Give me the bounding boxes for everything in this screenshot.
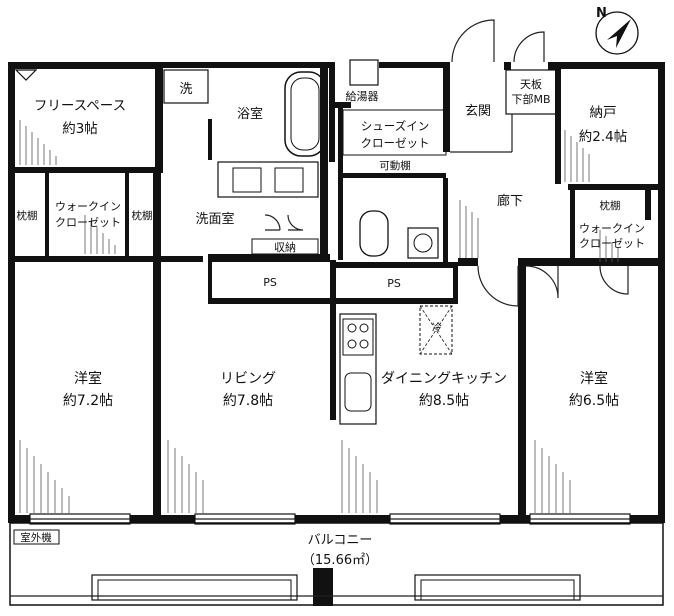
balcony-name: バルコニー bbox=[308, 533, 373, 548]
ceiling-board-line1: 天板 bbox=[520, 77, 542, 91]
compass-circle bbox=[595, 11, 639, 55]
outdoor-unit-label: 室外機 bbox=[20, 531, 52, 544]
western-room-east-name: 洋室 bbox=[580, 370, 608, 387]
wash-label: 洗 bbox=[179, 82, 192, 97]
corridor-name: 廊下 bbox=[497, 193, 523, 209]
kitchen-counter bbox=[339, 313, 377, 425]
dining-kitchen-name: ダイニングキッチン bbox=[381, 371, 507, 387]
doors bbox=[14, 19, 629, 307]
walkin-west-line2: クローゼット bbox=[55, 216, 121, 229]
shoes-closet-line2: クローゼット bbox=[361, 136, 430, 150]
bathtub-icon bbox=[284, 71, 326, 157]
fridge-space bbox=[419, 305, 453, 355]
compass: N bbox=[595, 6, 639, 55]
pillow-shelf-east: 枕棚 bbox=[600, 199, 621, 212]
storeroom-name: 納戸 bbox=[590, 105, 617, 121]
meter-box bbox=[505, 69, 557, 115]
paper-holder bbox=[407, 227, 439, 259]
free-space-size: 約3帖 bbox=[62, 121, 98, 137]
storage-label: 収納 bbox=[274, 241, 296, 254]
movable-shelf-label: 可動棚 bbox=[379, 159, 411, 172]
ps-label-2: PS bbox=[387, 277, 401, 290]
living-size: 約7.8帖 bbox=[223, 393, 273, 409]
western-room-west-size: 約7.2帖 bbox=[63, 393, 113, 409]
storeroom-size: 約2.4帖 bbox=[579, 129, 627, 145]
kitchen-sink-icon bbox=[344, 372, 372, 412]
vanity-sink-icon bbox=[217, 161, 319, 198]
labels: フリースペース 約3帖 洗 浴室 給湯器 玄関 天板 下部MB 納戸 約2.4帖… bbox=[17, 77, 646, 568]
water-heater-box bbox=[349, 59, 379, 86]
pillow-shelf-right: 枕棚 bbox=[132, 209, 153, 222]
dining-kitchen-size: 約8.5帖 bbox=[419, 393, 469, 409]
balcony-area: （15.66㎡） bbox=[302, 553, 378, 568]
closet-hatching bbox=[19, 120, 619, 513]
south-windows bbox=[29, 513, 631, 525]
balcony bbox=[9, 522, 664, 606]
ps-label-1: PS bbox=[263, 276, 277, 289]
water-heater-label: 給湯器 bbox=[346, 89, 379, 103]
washroom-name: 洗面室 bbox=[195, 211, 234, 227]
free-space-name: フリースペース bbox=[34, 98, 126, 114]
north-arrow-icon bbox=[607, 19, 631, 48]
fridge-label: 冷 bbox=[432, 321, 442, 334]
walkin-east-line1: ウォークイン bbox=[579, 222, 645, 235]
pillow-shelf-left: 枕棚 bbox=[17, 209, 38, 222]
toilet-icon bbox=[359, 210, 389, 257]
walkin-east-line2: クローゼット bbox=[579, 237, 645, 250]
shoes-closet-line1: シューズイン bbox=[361, 119, 429, 133]
living-name: リビング bbox=[220, 371, 276, 387]
ceiling-board-line2: 下部MB bbox=[511, 92, 550, 106]
bathroom-name: 浴室 bbox=[237, 106, 263, 122]
washing-machine-space bbox=[163, 69, 209, 104]
walls bbox=[8, 62, 665, 606]
stove-icon bbox=[342, 318, 374, 356]
fixtures bbox=[163, 59, 557, 425]
shoes-closet-box bbox=[342, 109, 447, 156]
entrance-name: 玄関 bbox=[465, 104, 491, 119]
compass-north-label: N bbox=[596, 6, 607, 21]
western-room-west-name: 洋室 bbox=[74, 370, 102, 387]
western-room-east-size: 約6.5帖 bbox=[569, 393, 619, 409]
walkin-west-line1: ウォークイン bbox=[55, 200, 121, 213]
